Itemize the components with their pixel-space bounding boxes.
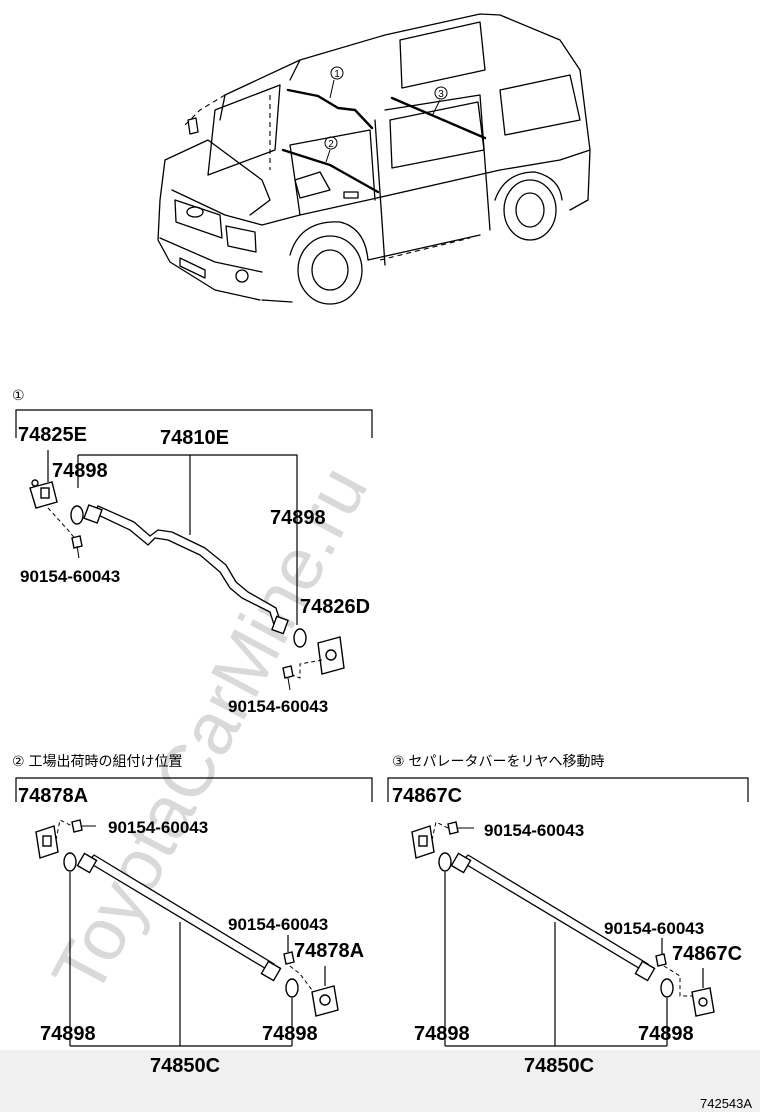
footer-band bbox=[0, 1050, 760, 1112]
part-90154-right-label: 90154-60043 bbox=[228, 697, 328, 716]
part-74878A-right-label: 74878A bbox=[294, 940, 364, 962]
section-1-header: ① bbox=[12, 387, 25, 403]
part-74898-left-label: 74898 bbox=[52, 460, 108, 482]
callout-2: 2 bbox=[328, 139, 334, 150]
callout-3: 3 bbox=[438, 89, 444, 100]
section-2-header: ② 工場出荷時の組付け位置 bbox=[12, 753, 182, 769]
washer-74898-left-3 bbox=[438, 852, 452, 872]
part-74898-right-label-3: 74898 bbox=[638, 1023, 694, 1045]
part-74898-left-label-3: 74898 bbox=[414, 1023, 470, 1045]
bolt-90154-right-3 bbox=[655, 953, 667, 967]
part-74898-right-label-2: 74898 bbox=[262, 1023, 318, 1045]
part-74898-left-label-2: 74898 bbox=[40, 1023, 96, 1045]
bolt-90154-left-2 bbox=[71, 819, 83, 833]
part-90154-left-label-2: 90154-60043 bbox=[108, 818, 208, 837]
washer-74898-right bbox=[293, 628, 307, 648]
part-90154-right-label-2: 90154-60043 bbox=[228, 915, 328, 934]
section-3-header: ③ セパレータバーをリヤへ移動時 bbox=[392, 753, 604, 769]
part-74898-right-label: 74898 bbox=[270, 507, 326, 529]
diagram-id: 742543A bbox=[700, 1096, 752, 1111]
section-2: ② 工場出荷時の組付け位置 74878A 90154-60043 90154-6… bbox=[12, 753, 373, 1077]
part-74810E-label: 74810E bbox=[160, 427, 229, 449]
part-74867C-right-label: 74867C bbox=[672, 943, 742, 965]
part-74825E-label: 74825E bbox=[18, 424, 87, 446]
bolt-90154-left bbox=[71, 535, 83, 549]
part-74850C-label-2: 74850C bbox=[150, 1055, 220, 1077]
washer-74898-right-3 bbox=[660, 978, 674, 998]
washer-74898-left bbox=[70, 505, 84, 525]
part-90154-right-label-3: 90154-60043 bbox=[604, 919, 704, 938]
part-90154-left-label-3: 90154-60043 bbox=[484, 821, 584, 840]
callout-1: 1 bbox=[334, 69, 340, 80]
washer-74898-right-2 bbox=[285, 978, 299, 998]
part-74867C-left-label: 74867C bbox=[392, 785, 462, 807]
bolt-90154-right-2 bbox=[283, 951, 295, 965]
van-illustration: 1 2 3 bbox=[157, 13, 591, 305]
part-74878A-left-label: 74878A bbox=[18, 785, 88, 807]
washer-74898-left-2 bbox=[63, 852, 77, 872]
bolt-90154-left-3 bbox=[447, 821, 459, 835]
part-74826D-label: 74826D bbox=[300, 596, 370, 618]
bolt-90154-right bbox=[282, 665, 294, 679]
section-3: ③ セパレータバーをリヤへ移動時 74867C 90154-60043 9015… bbox=[387, 753, 749, 1077]
part-74850C-label-3: 74850C bbox=[524, 1055, 594, 1077]
part-90154-left-label: 90154-60043 bbox=[20, 567, 120, 586]
section-1: ① 74825E 74810E 74898 74898 74826D 90154… bbox=[12, 387, 373, 716]
